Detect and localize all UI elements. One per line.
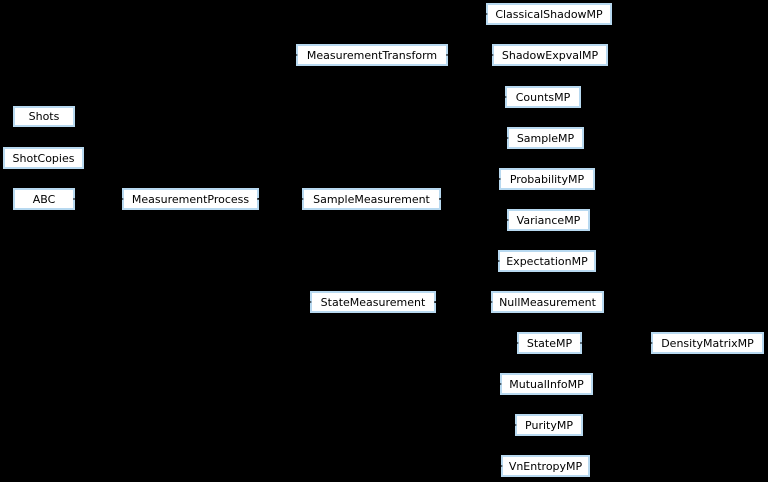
class-node-StateMeasurement[interactable]: StateMeasurement	[310, 291, 436, 313]
class-node-MeasurementProcess[interactable]: MeasurementProcess	[122, 188, 259, 210]
class-node-ShotCopies[interactable]: ShotCopies	[3, 147, 84, 169]
class-node-SampleMP[interactable]: SampleMP	[507, 127, 584, 149]
inheritance-edge	[434, 299, 493, 305]
inheritance-edge	[438, 94, 507, 200]
class-node-CountsMP[interactable]: CountsMP	[505, 86, 581, 108]
inheritance-edge	[433, 301, 503, 469]
class-node-MutualInfoMP[interactable]: MutualInfoMP	[500, 373, 593, 395]
class-node-SampleMeasurement[interactable]: SampleMeasurement	[302, 188, 441, 210]
inheritance-edge	[438, 176, 501, 200]
inheritance-edge	[433, 176, 501, 303]
inheritance-edge	[433, 301, 502, 387]
inheritance-edge	[438, 198, 509, 223]
inheritance-edge	[73, 196, 124, 202]
class-node-ClassicalShadowMP[interactable]: ClassicalShadowMP	[486, 3, 612, 25]
class-node-PurityMP[interactable]: PurityMP	[515, 414, 583, 436]
class-node-VarianceMP[interactable]: VarianceMP	[507, 209, 590, 231]
inheritance-edge	[257, 196, 304, 202]
class-node-VnEntropyMP[interactable]: VnEntropyMP	[501, 455, 590, 477]
class-node-ProbabilityMP[interactable]: ProbabilityMP	[499, 168, 595, 190]
inheritance-edge	[445, 11, 488, 56]
class-node-StateMP[interactable]: StateMP	[517, 332, 582, 354]
inheritance-edge	[256, 52, 298, 200]
inheritance-edge	[580, 340, 653, 346]
inheritance-edge	[433, 301, 517, 428]
class-node-Shots[interactable]: Shots	[13, 106, 75, 127]
class-node-ABC[interactable]: ABC	[13, 188, 75, 210]
class-node-NullMeasurement[interactable]: NullMeasurement	[491, 291, 604, 313]
class-node-ExpectationMP[interactable]: ExpectationMP	[498, 250, 596, 272]
inheritance-edge	[446, 52, 494, 58]
class-node-MeasurementTransform[interactable]: MeasurementTransform	[296, 44, 448, 66]
class-node-ShadowExpvalMP[interactable]: ShadowExpvalMP	[492, 44, 608, 66]
class-node-DensityMatrixMP[interactable]: DensityMatrixMP	[651, 332, 764, 354]
inheritance-edge	[256, 198, 312, 305]
inheritance-edge	[438, 198, 500, 264]
